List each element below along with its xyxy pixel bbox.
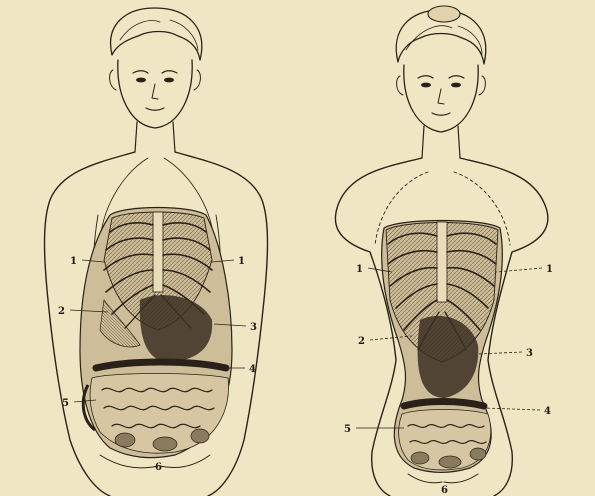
mouth: [146, 108, 164, 110]
hair-bun: [428, 6, 460, 22]
natural-label-2: 2: [58, 306, 65, 317]
natural-label-3: 3: [250, 322, 257, 333]
corseted-label-4: 4: [544, 406, 551, 417]
sternum: [153, 212, 163, 292]
mouth: [432, 113, 450, 115]
sternum: [437, 222, 447, 302]
left-eye: [421, 83, 431, 88]
natural-label-1a: 1: [70, 256, 77, 267]
nose: [438, 89, 444, 104]
natural-label-4: 4: [249, 364, 256, 375]
face: [118, 60, 192, 128]
corseted-label-5: 5: [344, 424, 351, 435]
neck: [135, 122, 175, 152]
corseted-figure: 1 1 2 3 4 5 6: [335, 6, 553, 496]
corseted-label-2: 2: [358, 336, 365, 347]
corseted-intestines: [399, 410, 491, 470]
natural-label-1b: 1: [238, 256, 245, 267]
natural-figure: 1 1 2 3 4 5 6: [45, 8, 268, 496]
natural-label-5: 5: [62, 398, 69, 409]
face: [404, 65, 478, 132]
brows: [133, 71, 177, 73]
corseted-label-1a: 1: [356, 264, 363, 275]
corseted-label-6: 6: [441, 485, 448, 496]
corseted-label-3: 3: [526, 348, 533, 359]
nose: [152, 84, 158, 99]
corseted-label-1b: 1: [546, 264, 553, 275]
right-eye: [451, 83, 461, 88]
left-eye: [136, 78, 146, 83]
brows: [418, 76, 464, 78]
natural-label-6: 6: [155, 462, 162, 473]
right-eye: [164, 78, 174, 83]
neck: [422, 126, 460, 158]
